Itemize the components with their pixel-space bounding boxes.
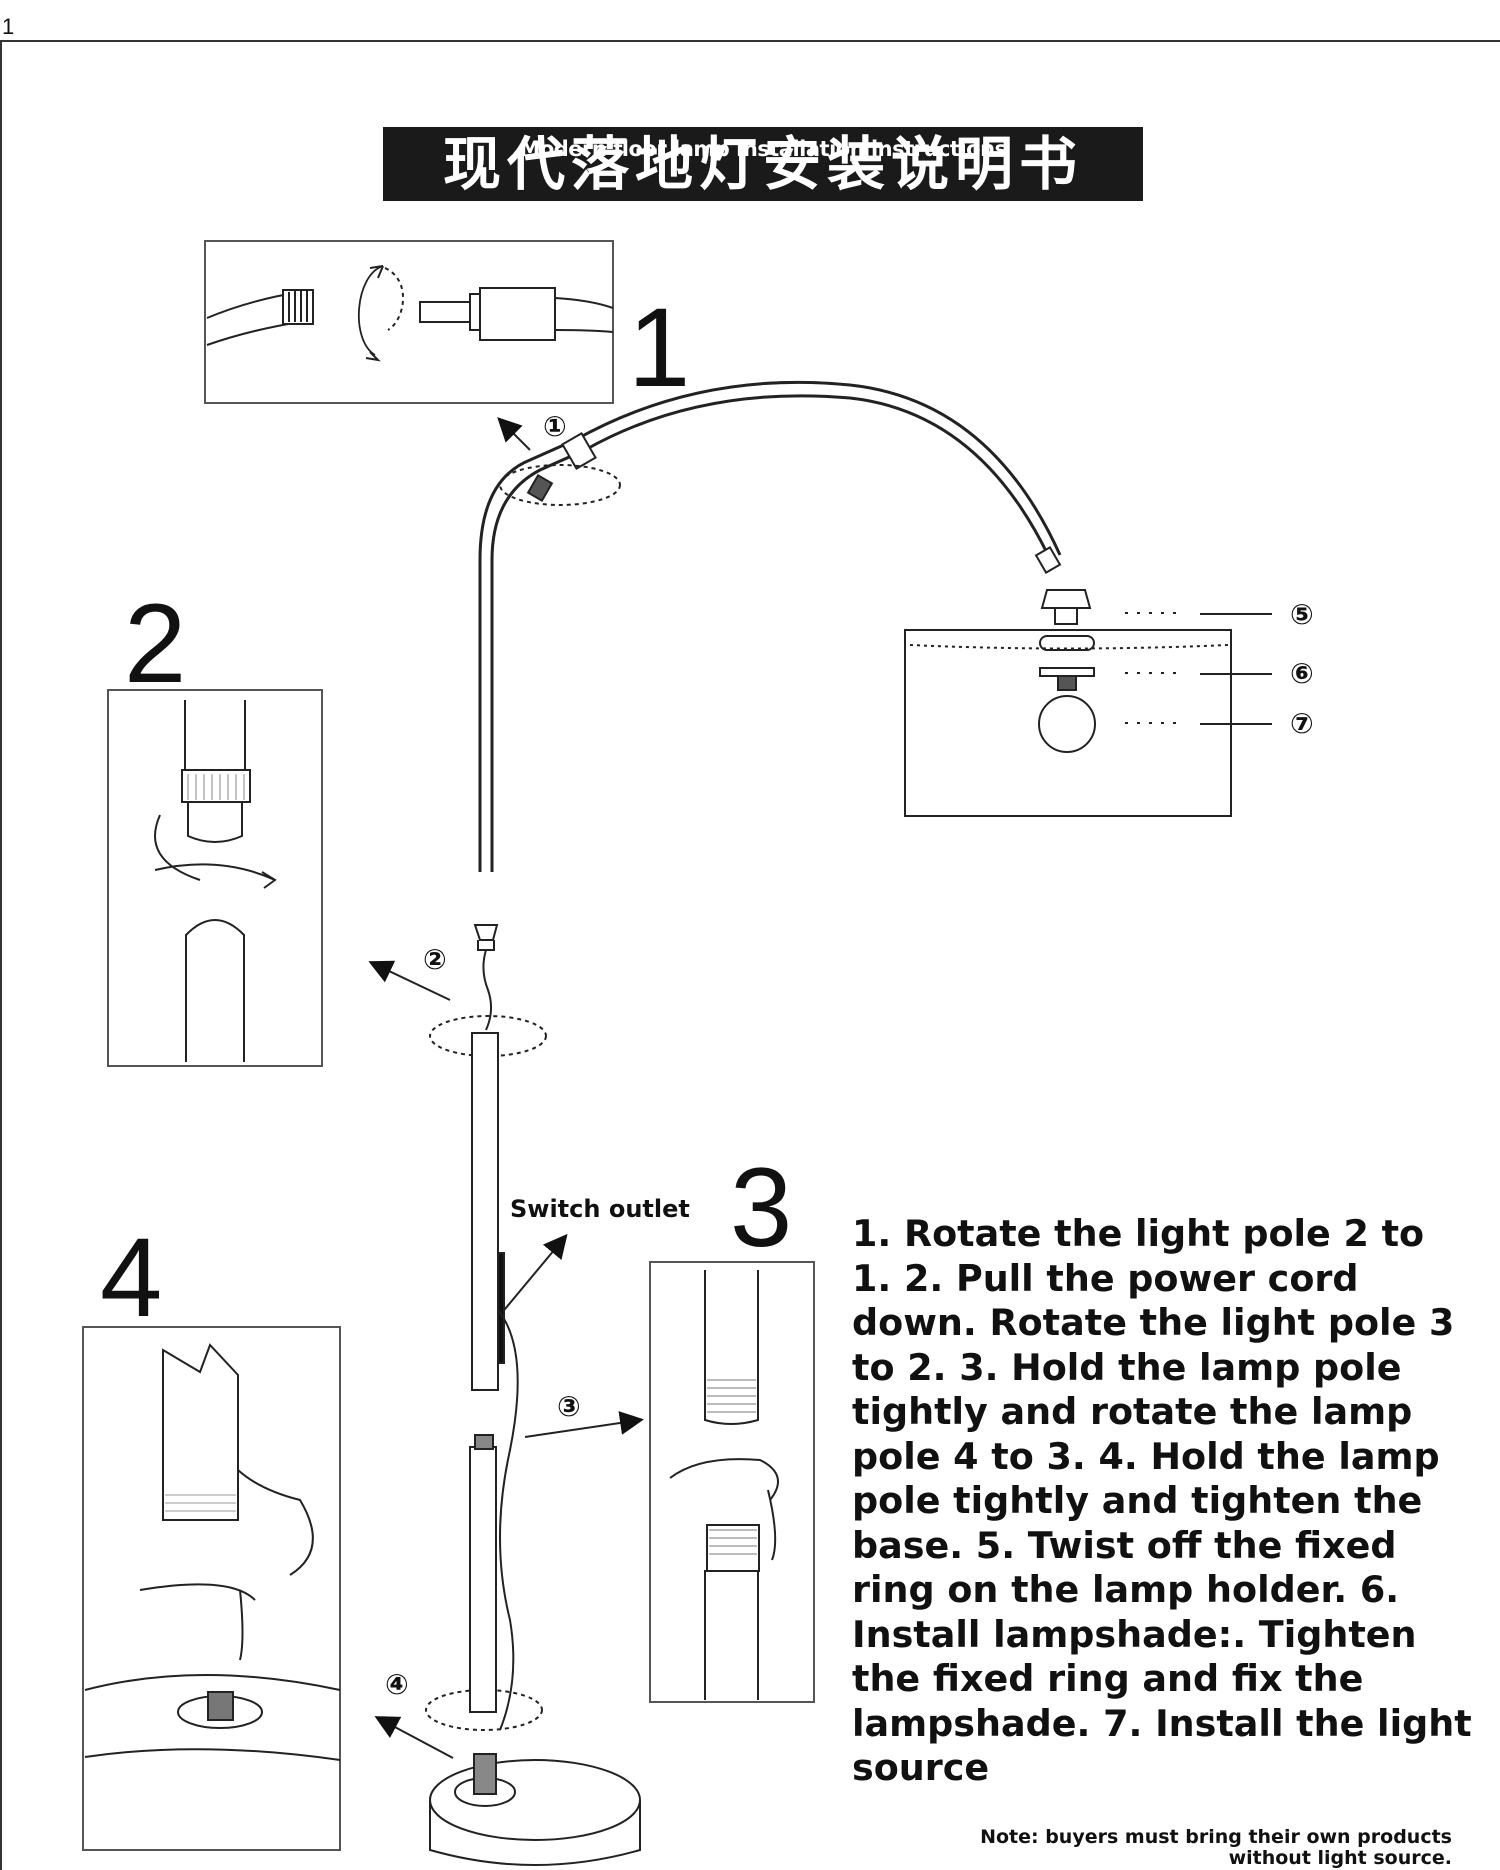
detail-box-4 [82,1326,341,1851]
callout-7: ⑦ [1290,707,1314,740]
callout-6: ⑥ [1290,657,1314,690]
title-english: Modern floor lamp installation instructi… [519,137,1007,161]
callout-2: ② [423,943,447,976]
title-chinese: 现代落地灯安装说明书 [442,130,1083,198]
detail-box-3 [649,1261,815,1703]
callout-5: ⑤ [1290,598,1314,631]
step-number-1: 1 [628,285,691,410]
callout-4: ④ [385,1668,409,1701]
switch-outlet-label: Switch outlet [510,1195,690,1223]
detail-box-1 [204,240,614,404]
detail-box-2 [107,689,323,1067]
lampshade-assembly [904,589,1272,817]
arc-pole [473,380,1062,1031]
left-border [0,40,2,1870]
top-border [0,40,1500,42]
callout-3: ③ [557,1390,581,1423]
instructions-text: 1. Rotate the light pole 2 to 1. 2. Pull… [852,1212,1472,1789]
step-number-4: 4 [100,1215,163,1340]
light-source-note: Note: buyers must bring their own produc… [980,1826,1452,1869]
title-banner: 现代落地灯安装说明书 Modern floor lamp installatio… [383,127,1143,201]
step-number-3: 3 [730,1145,793,1270]
step-number-2: 2 [124,581,187,706]
callout-1: ① [543,410,567,443]
page-number: 1 [2,14,15,39]
